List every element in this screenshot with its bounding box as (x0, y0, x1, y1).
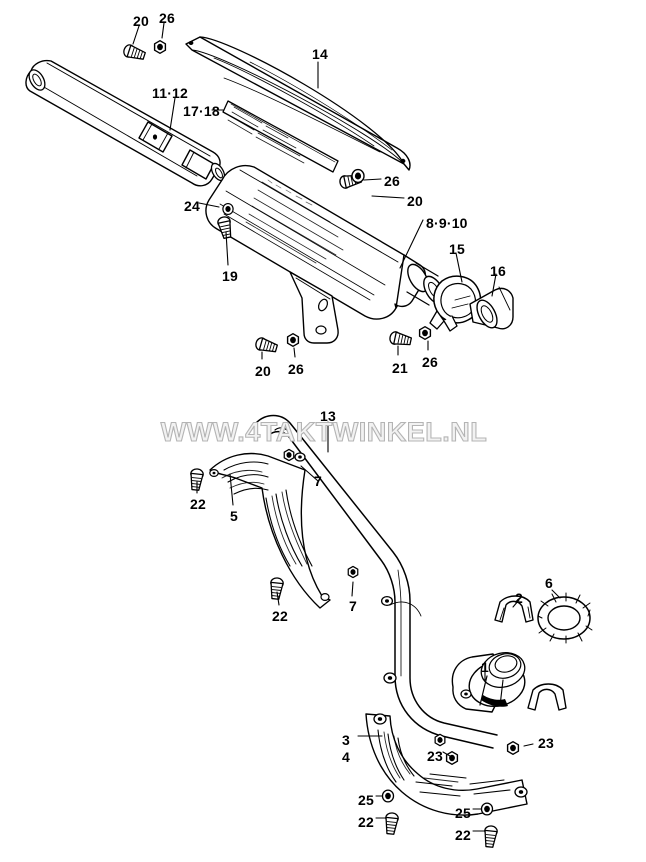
callout-label-22: 22 (272, 608, 288, 624)
callout-label-21: 21 (392, 360, 408, 376)
callout-label-26: 26 (384, 173, 400, 189)
callout-label-8-9-10: 8·9·10 (426, 215, 468, 231)
callout-label-22: 22 (455, 827, 471, 843)
callout-label-6: 6 (545, 575, 553, 591)
callout-label-22: 22 (358, 814, 374, 830)
callout-label-24: 24 (184, 198, 200, 214)
callout-label-26: 26 (288, 361, 304, 377)
callout-label-25: 25 (455, 805, 471, 821)
callout-label-1: 1 (481, 659, 489, 675)
callout-label-26: 26 (159, 10, 175, 26)
callout-label-4: 4 (342, 749, 350, 765)
callout-label-13: 13 (320, 408, 336, 424)
callout-label-20: 20 (133, 13, 149, 29)
callout-label-7: 7 (314, 473, 322, 489)
callout-label-22: 22 (190, 496, 206, 512)
callout-label-3: 3 (342, 732, 350, 748)
callout-label-20: 20 (407, 193, 423, 209)
callout-label-16: 16 (490, 263, 506, 279)
callout-label-20: 20 (255, 363, 271, 379)
callout-label-25: 25 (358, 792, 374, 808)
callout-label-19: 19 (222, 268, 238, 284)
callout-label-11-12: 11·12 (152, 85, 189, 101)
callout-label-2: 2 (515, 590, 523, 606)
callout-label-23: 23 (538, 735, 554, 751)
callout-label-26: 26 (422, 354, 438, 370)
callout-label-5: 5 (230, 508, 238, 524)
callout-label-23: 23 (427, 748, 443, 764)
callout-label-17-18: 17·18 (183, 103, 220, 119)
callout-label-14: 14 (312, 46, 328, 62)
callout-label-7: 7 (349, 598, 357, 614)
callout-label-15: 15 (449, 241, 465, 257)
